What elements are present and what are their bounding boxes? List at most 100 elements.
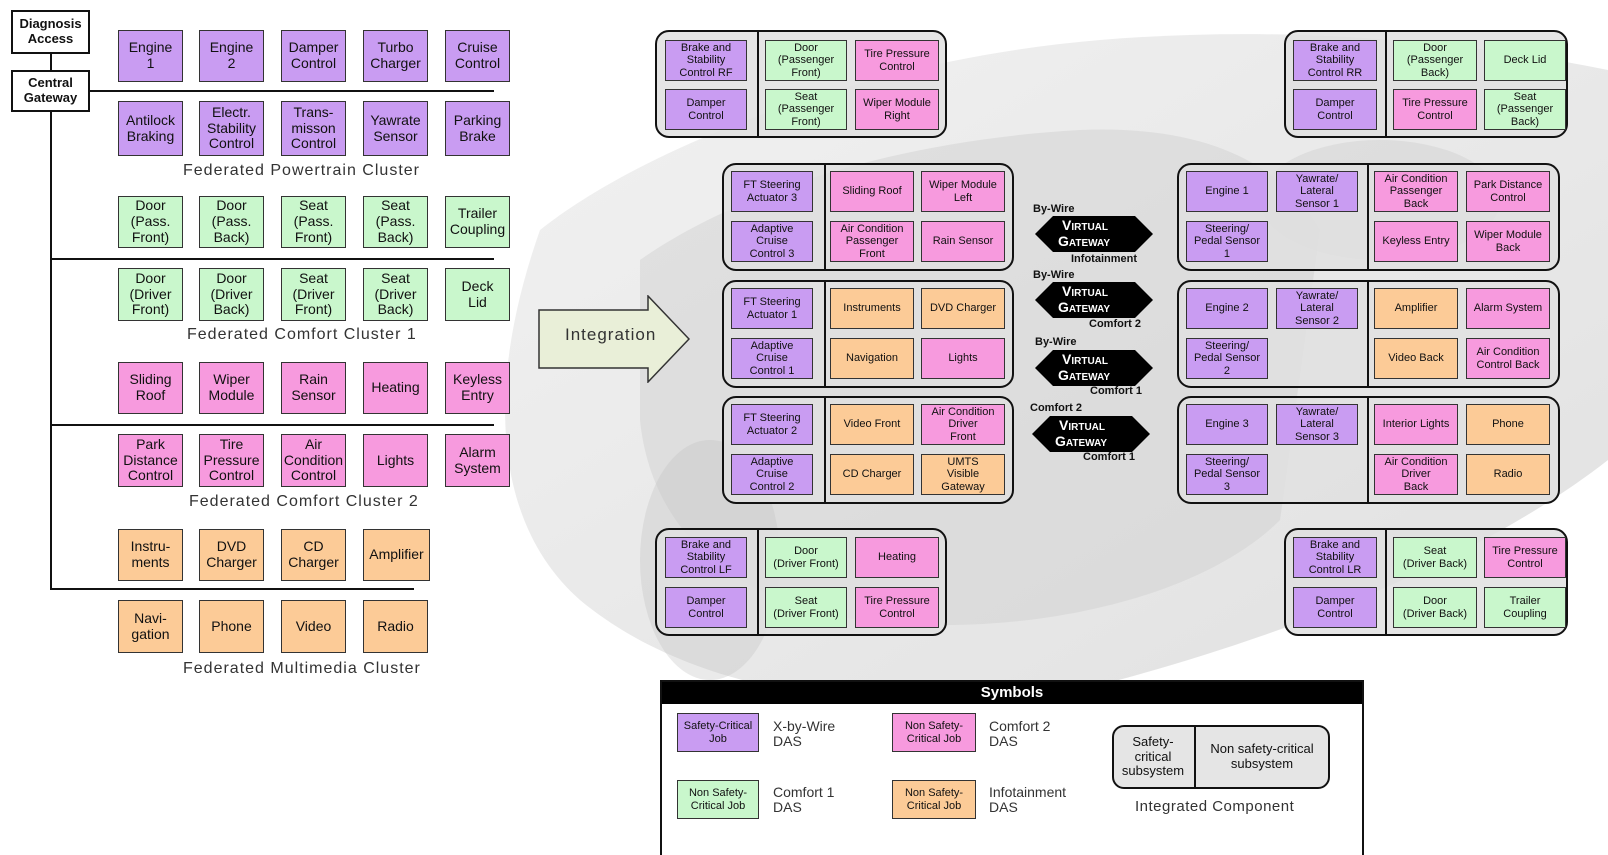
ecu-door-pass-back: Door (Pass. Back) — [199, 196, 264, 248]
ecu-keyless-entry: Keyless Entry — [445, 362, 510, 414]
ecu-phone: Phone — [199, 600, 264, 653]
job-instruments: Instruments — [830, 288, 914, 329]
job-sliding-roof: Sliding Roof — [830, 171, 914, 212]
job-tire-pressure-rr: Tire Pressure Control — [1393, 89, 1477, 130]
legend-comfort2-job: Non Safety- Critical Job — [892, 713, 976, 752]
gateway-1-top-label: By-Wire — [1033, 203, 1075, 215]
legend-non-safety-subsystem: Non safety-critical subsystem — [1210, 741, 1314, 771]
job-radio: Radio — [1466, 454, 1550, 495]
legend-safety-subsystem: Safety- critical subsystem — [1121, 734, 1185, 779]
job-door-driver-back: Door (Driver Back) — [1393, 587, 1477, 628]
powertrain-cluster-label: Federated Powertrain Cluster — [183, 162, 420, 179]
gateway-4-title2: Gateway — [1055, 433, 1108, 449]
bus-comfort1 — [50, 258, 494, 260]
gateway-4-top-label: Comfort 2 — [1030, 402, 1082, 414]
gateway-4-title: Virtual — [1059, 417, 1105, 433]
job-yawrate-lateral-2: Yawrate/ Lateral Sensor 2 — [1276, 288, 1358, 329]
job-wiper-module-right: Wiper Module Right — [855, 89, 939, 130]
ecu-yawrate-sensor: Yawrate Sensor — [363, 101, 428, 156]
ecu-deck-lid: Deck Lid — [445, 268, 510, 321]
gateway-3-top-label: By-Wire — [1035, 336, 1077, 348]
job-air-condition-passenger-front: Air Condition Passenger Front — [830, 221, 914, 262]
ecu-rain-sensor: Rain Sensor — [281, 362, 346, 414]
integration-arrow — [538, 295, 690, 383]
job-heating: Heating — [855, 537, 939, 578]
job-adaptive-cruise-1: Adaptive Cruise Control 1 — [731, 338, 813, 379]
job-yawrate-lateral-3: Yawrate/ Lateral Sensor 3 — [1276, 404, 1358, 445]
ecu-door-pass-front: Door (Pass. Front) — [118, 196, 183, 248]
job-adaptive-cruise-3: Adaptive Cruise Control 3 — [731, 221, 813, 262]
ecu-seat-driver-front: Seat (Driver Front) — [281, 268, 346, 321]
ecu-amplifier: Amplifier — [363, 529, 430, 581]
ecu-cd-charger: CD Charger — [281, 529, 346, 581]
job-wiper-module-left: Wiper Module Left — [921, 171, 1005, 212]
job-brake-stability-lf: Brake and Stability Control LF — [665, 537, 747, 578]
bus-comfort2 — [50, 424, 494, 426]
comfort2-cluster-label: Federated Comfort Cluster 2 — [189, 493, 419, 510]
job-ft-steering-actuator-3: FT Steering Actuator 3 — [731, 171, 813, 212]
job-brake-stability-rr: Brake and Stability Control RR — [1293, 40, 1377, 81]
job-damper-control-lf: Damper Control — [665, 587, 747, 628]
job-seat-driver-front: Seat (Driver Front) — [765, 587, 847, 628]
job-seat-passenger-front: Seat (Passenger Front) — [765, 89, 847, 130]
gateway-3-title2: Gateway — [1058, 367, 1111, 383]
legend-infotainment-das: Infotainment DAS — [989, 784, 1067, 815]
ecu-sliding-roof: Sliding Roof — [118, 362, 183, 414]
job-seat-driver-back: Seat (Driver Back) — [1393, 537, 1477, 578]
ecu-seat-pass-back: Seat (Pass. Back) — [363, 196, 428, 248]
ecu-transmission-control: Trans- misson Control — [281, 101, 346, 156]
ecu-seat-pass-front: Seat (Pass. Front) — [281, 196, 346, 248]
job-rain-sensor: Rain Sensor — [921, 221, 1005, 262]
legend-comfort1-job: Non Safety- Critical Job — [677, 780, 759, 819]
job-umts-visible-gateway: UMTS Visible Gateway — [921, 454, 1005, 495]
job-steering-pedal-1: Steering/ Pedal Sensor 1 — [1186, 221, 1268, 262]
job-ft-steering-actuator-2: FT Steering Actuator 2 — [731, 404, 813, 445]
job-air-condition-driver-back: Air Condition Driver Back — [1374, 454, 1458, 495]
job-door-passenger-back: Door (Passenger Back) — [1393, 40, 1477, 81]
job-cd-charger: CD Charger — [830, 454, 914, 495]
gateway-4-bottom-label: Comfort 1 — [1083, 451, 1135, 463]
ecu-park-distance-control: Park Distance Control — [118, 434, 183, 487]
job-amplifier: Amplifier — [1374, 288, 1458, 329]
gateway-1-title2: Gateway — [1058, 233, 1111, 249]
gateway-1-bottom-label: Infotainment — [1071, 253, 1137, 265]
comfort1-cluster-label: Federated Comfort Cluster 1 — [187, 326, 417, 343]
ecu-dvd-charger: DVD Charger — [199, 529, 264, 581]
job-adaptive-cruise-2: Adaptive Cruise Control 2 — [731, 454, 813, 495]
gateway-3-bottom-label: Comfort 1 — [1090, 385, 1142, 397]
ecu-electr-stability-control: Electr. Stability Control — [199, 101, 264, 156]
legend-safety-critical-job: Safety-Critical Job — [677, 713, 759, 752]
bus-vertical — [50, 110, 52, 590]
legend-infotainment-job: Non Safety- Critical Job — [892, 780, 976, 819]
ecu-antilock-braking: Antilock Braking — [118, 101, 183, 156]
job-tire-pressure-rf: Tire Pressure Control — [855, 40, 939, 81]
ecu-tire-pressure-control: Tire Pressure Control — [199, 434, 264, 487]
ecu-lights: Lights — [363, 434, 428, 487]
job-brake-stability-lr: Brake and Stability Control LR — [1293, 537, 1377, 578]
job-deck-lid: Deck Lid — [1484, 40, 1566, 81]
ecu-engine-2: Engine 2 — [199, 30, 264, 82]
job-yawrate-lateral-1: Yawrate/ Lateral Sensor 1 — [1276, 171, 1358, 212]
legend-xbywire-das: X-by-Wire DAS — [773, 718, 836, 749]
job-video-front: Video Front — [830, 404, 914, 445]
gateway-2-bottom-label: Comfort 2 — [1089, 318, 1141, 330]
gateway-3-title: Virtual — [1062, 351, 1108, 367]
ecu-door-driver-back: Door (Driver Back) — [199, 268, 264, 321]
job-door-driver-front: Door (Driver Front) — [765, 537, 847, 578]
job-engine-2: Engine 2 — [1186, 288, 1268, 329]
legend-integrated-component-label: Integrated Component — [1135, 798, 1295, 815]
job-park-distance-control: Park Distance Control — [1466, 171, 1550, 212]
job-seat-passenger-back: Seat (Passenger Back) — [1484, 89, 1566, 130]
job-keyless-entry: Keyless Entry — [1374, 221, 1458, 262]
ecu-parking-brake: Parking Brake — [445, 101, 510, 156]
job-engine-3: Engine 3 — [1186, 404, 1268, 445]
multimedia-cluster-label: Federated Multimedia Cluster — [183, 660, 421, 677]
job-wiper-module-back: Wiper Module Back — [1466, 221, 1550, 262]
job-alarm-system: Alarm System — [1466, 288, 1550, 329]
job-navigation: Navigation — [830, 338, 914, 379]
gateway-2-title2: Gateway — [1058, 299, 1111, 315]
ecu-radio: Radio — [363, 600, 428, 653]
job-lights: Lights — [921, 338, 1005, 379]
job-tire-pressure-lr: Tire Pressure Control — [1484, 537, 1566, 578]
